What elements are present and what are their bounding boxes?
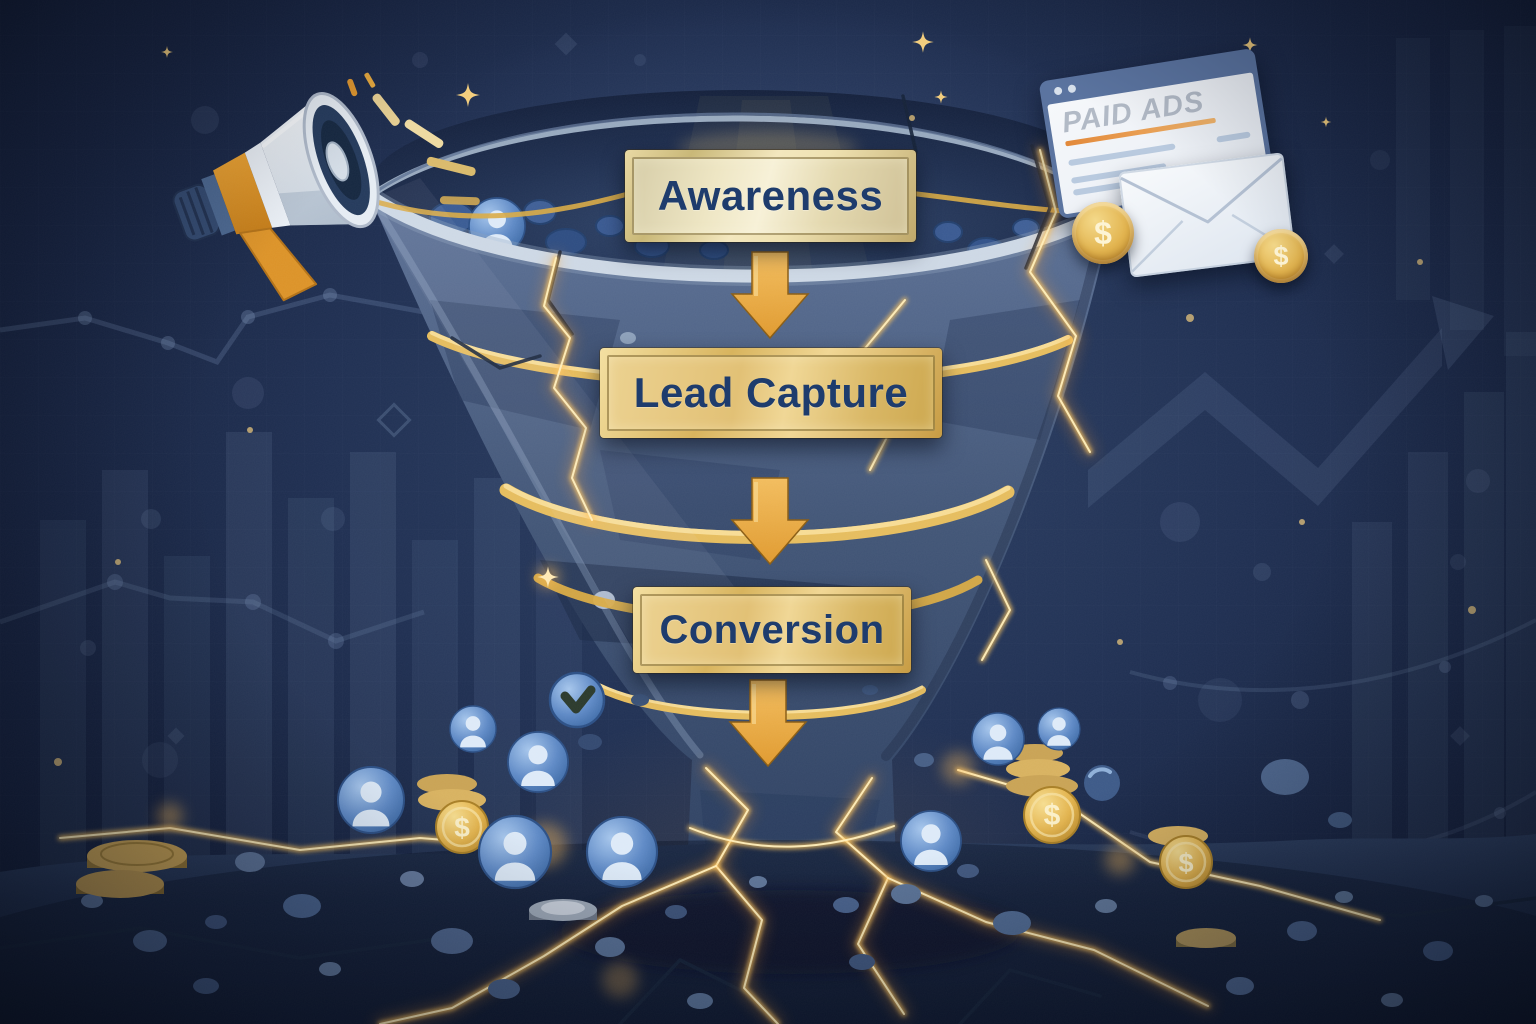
plaque-plate: Conversion: [640, 594, 904, 666]
text-line: [1216, 131, 1251, 144]
stage-plaque-conversion: Conversion: [633, 587, 911, 673]
browser-dot-icon: [1067, 84, 1077, 94]
text-line: [1068, 143, 1176, 167]
dollar-coin-icon: $: [1072, 202, 1134, 264]
plaque-plate: Awareness: [632, 157, 909, 235]
coin-symbol: $: [1273, 240, 1289, 271]
stage-label: Conversion: [659, 607, 885, 652]
plaque-plate: Lead Capture: [607, 355, 935, 431]
stage-label: Awareness: [657, 172, 884, 219]
coin-symbol: $: [1094, 214, 1112, 251]
dollar-coin-icon: $: [1254, 229, 1308, 283]
stage-plaque-lead-capture: Lead Capture: [600, 348, 942, 438]
browser-dot-icon: [1053, 86, 1063, 96]
stage-label: Lead Capture: [633, 369, 909, 416]
stage-plaque-awareness: Awareness: [625, 150, 916, 242]
